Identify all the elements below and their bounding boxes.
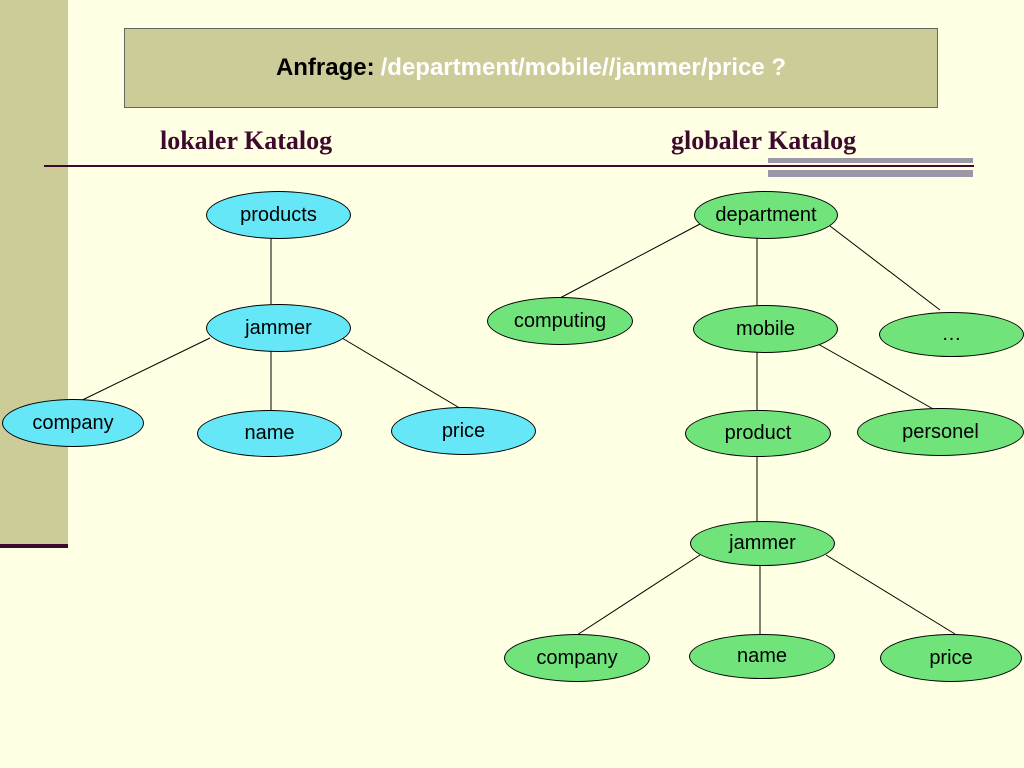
local-node-name: name: [197, 410, 342, 457]
header-divider: [44, 165, 974, 167]
edge-department-computing: [559, 223, 701, 299]
edge-jammer-company-global: [576, 554, 701, 636]
edge-department-more: [829, 225, 941, 311]
global-node-mobile: mobile: [693, 305, 838, 353]
left-decor-line: [0, 544, 68, 548]
local-node-products: products: [206, 191, 351, 239]
global-node-department: department: [694, 191, 838, 239]
global-node-name: name: [689, 634, 835, 679]
local-node-jammer: jammer: [206, 304, 351, 352]
global-node-price: price: [880, 634, 1022, 682]
query-path: /department/mobile//jammer/price ?: [380, 54, 787, 81]
left-decor-band: [0, 0, 68, 548]
global-node-more: …: [879, 312, 1024, 357]
global-node-personel: personel: [857, 408, 1024, 456]
global-node-company: company: [504, 634, 650, 682]
edge-jammer-price-global: [825, 554, 956, 635]
edge-mobile-personel: [817, 343, 936, 411]
local-node-price: price: [391, 407, 536, 455]
query-label: Anfrage:: [275, 54, 375, 81]
global-node-product: product: [685, 410, 831, 457]
local-node-company: company: [2, 399, 144, 447]
edge-jammer-company: [71, 337, 211, 406]
local-catalog-heading: lokaler Katalog: [160, 126, 333, 155]
global-node-computing: computing: [487, 297, 633, 345]
query-box: Anfrage: /department/mobile//jammer/pric…: [124, 28, 938, 108]
divider-accent: [768, 158, 973, 178]
global-node-jammer: jammer: [690, 521, 835, 566]
edge-jammer-price: [341, 337, 464, 411]
global-catalog-heading: globaler Katalog: [671, 126, 857, 155]
